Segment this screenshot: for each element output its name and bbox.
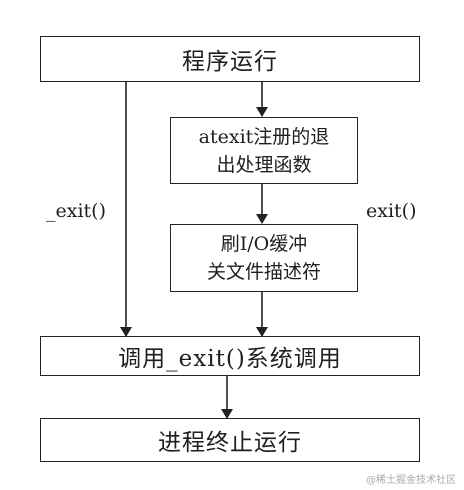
- node-atexit-handlers: atexit注册的退 出处理函数: [170, 117, 358, 184]
- node-atexit-line-2: 出处理函数: [216, 153, 312, 176]
- node-call-exit-syscall: 调用_exit()系统调用: [40, 336, 420, 376]
- edge-label-underscore-exit: _exit(): [46, 200, 106, 222]
- node-terminate-label: 进程终止运行: [158, 430, 302, 456]
- node-flush-line-1: 刷I/O缓冲: [220, 233, 308, 255]
- node-call-exit-label: 调用_exit()系统调用: [118, 346, 342, 372]
- node-flush-close: 刷I/O缓冲 关文件描述符: [170, 224, 358, 292]
- node-flush-line-2: 关文件描述符: [206, 261, 321, 283]
- node-process-terminate: 进程终止运行: [40, 418, 420, 462]
- node-program-run: 程序运行: [40, 36, 420, 82]
- watermark: @稀土掘金技术社区: [366, 475, 456, 486]
- node-atexit-line-1: atexit注册的退: [198, 125, 330, 148]
- edge-label-exit: exit(): [366, 200, 417, 222]
- node-program-run-label: 程序运行: [182, 49, 278, 75]
